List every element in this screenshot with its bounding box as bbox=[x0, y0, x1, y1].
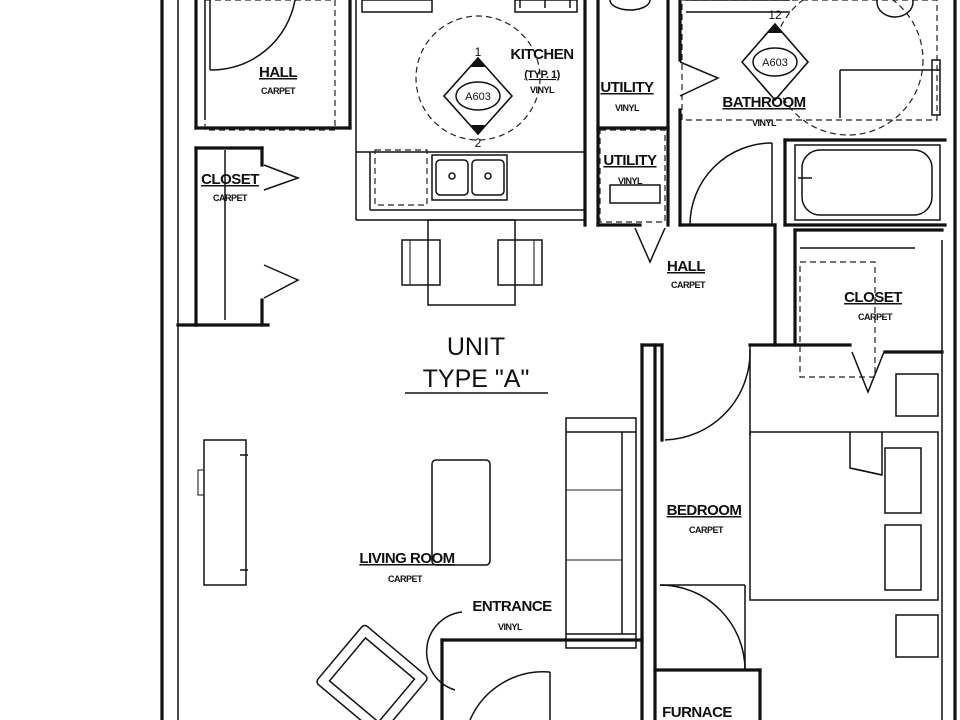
bathroom-marker-top-number: 12 bbox=[768, 8, 782, 22]
kitchen-marker-sheet: A603 bbox=[465, 91, 491, 103]
kitchen-name: KITCHEN bbox=[510, 46, 573, 63]
living-room-finish: CARPET bbox=[388, 574, 423, 584]
closet-left-name: CLOSET bbox=[201, 171, 259, 188]
utility-2-name: UTILITY bbox=[603, 152, 657, 169]
furnace-name: FURNACE bbox=[662, 704, 732, 720]
kitchen-marker-bottom-number: 2 bbox=[475, 136, 482, 150]
exterior-walls bbox=[160, 0, 957, 720]
kitchen-marker-top-number: 1 bbox=[475, 45, 482, 59]
entrance-finish: VINYL bbox=[498, 622, 523, 632]
bedroom-name: BEDROOM bbox=[667, 502, 742, 519]
unit-title-line2: TYPE "A" bbox=[423, 365, 530, 393]
bathroom-name: BATHROOM bbox=[722, 94, 805, 111]
utility-1-finish: VINYL bbox=[615, 103, 640, 113]
hall-mid-name: HALL bbox=[667, 258, 705, 275]
bathroom-finish: VINYL bbox=[752, 118, 777, 128]
closet-right-finish: CARPET bbox=[858, 312, 893, 322]
entrance-name: ENTRANCE bbox=[472, 598, 552, 615]
kitchen-note: (TYP. 1) bbox=[524, 69, 560, 81]
kitchen-fixtures bbox=[355, 0, 585, 306]
furniture bbox=[197, 373, 939, 720]
hall-mid-finish: CARPET bbox=[671, 280, 706, 290]
bedroom-finish: CARPET bbox=[689, 525, 724, 535]
unit-title: UNIT TYPE "A" bbox=[405, 333, 548, 394]
room-labels: HALL CARPET KITCHEN (TYP. 1) VINYL UTILI… bbox=[201, 46, 903, 720]
closet-right-name: CLOSET bbox=[844, 289, 902, 306]
utility-2-finish: VINYL bbox=[618, 176, 643, 186]
interior-walls bbox=[176, 0, 947, 720]
hall-top-name: HALL bbox=[259, 64, 297, 81]
utility-1-name: UTILITY bbox=[600, 79, 654, 96]
doors bbox=[209, 0, 885, 720]
hall-top-finish: CARPET bbox=[261, 86, 296, 96]
closet-left-finish: CARPET bbox=[213, 193, 248, 203]
kitchen-elevation-marker: A603 1 2 bbox=[415, 15, 541, 150]
bathroom-marker-sheet: A603 bbox=[762, 57, 788, 69]
unit-title-line1: UNIT bbox=[447, 333, 505, 361]
kitchen-finish: VINYL bbox=[530, 85, 555, 95]
bathroom-elevation-marker: A603 12 bbox=[740, 8, 810, 102]
living-room-name: LIVING ROOM bbox=[359, 550, 454, 567]
